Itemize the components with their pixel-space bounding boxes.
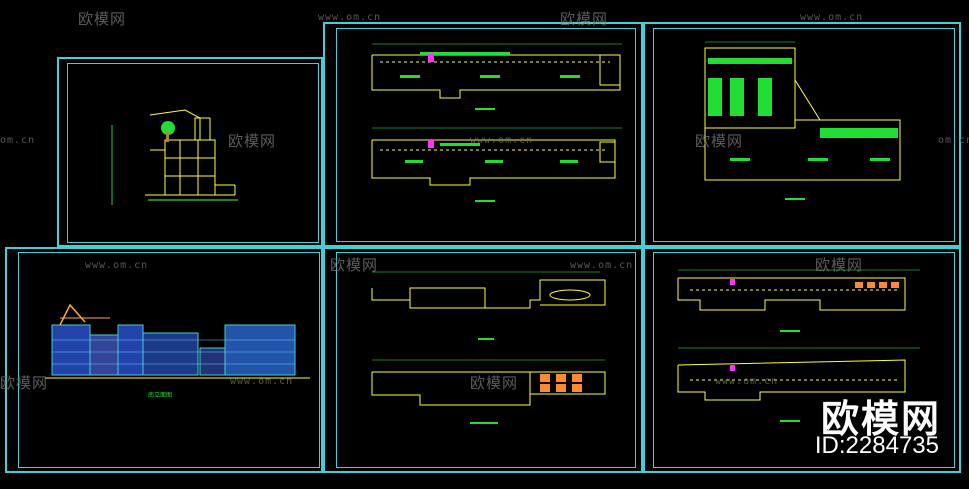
elevation-caption: 南立面图	[148, 392, 173, 399]
sheet-floorplan-2-inner	[653, 28, 955, 242]
plan-c-rooms	[855, 282, 899, 288]
watermark-brand-5: 欧模网	[330, 256, 379, 274]
brand-logo-text: 欧模网	[820, 397, 941, 441]
plan-a-lower-fills	[405, 143, 578, 202]
plan-c-lower	[677, 347, 920, 401]
watermark-brand-1: 欧模网	[78, 10, 127, 28]
plan-parking-fills	[708, 58, 898, 200]
sheet-section	[57, 57, 323, 247]
watermark-brand-6: 欧模网	[815, 256, 864, 274]
watermark-url-6: www.om.cn	[85, 260, 149, 271]
sheet-floorplans-3-inner	[336, 252, 636, 468]
plan-b-lower	[371, 359, 606, 406]
watermark-url-7: www.om.cn	[570, 260, 634, 271]
plan-a-lower	[371, 127, 622, 186]
sheet-floorplans-3	[323, 247, 643, 473]
model-id-label: ID:2284735	[814, 432, 939, 459]
watermark-url-4: www.om.cn	[470, 135, 534, 146]
sheet-elevation-inner	[18, 252, 320, 468]
plan-b-rooms	[540, 374, 582, 392]
section-drawing	[111, 109, 238, 205]
watermark-brand-3: 欧模网	[228, 132, 277, 150]
plan-parking	[704, 41, 901, 181]
watermark-url-1: www.om.cn	[318, 12, 382, 23]
watermark-url-9: www.om.cn	[715, 376, 779, 387]
watermark-url-5: om.cn	[938, 135, 969, 146]
watermark-url-8: www.om.cn	[230, 376, 294, 387]
elevation-drawing	[45, 303, 310, 379]
watermark-brand-2: 欧模网	[560, 10, 609, 28]
sheet-floorplans-1-inner	[336, 28, 636, 242]
watermark-brand-8: 欧模网	[470, 374, 519, 392]
watermark-brand-4: 欧模网	[695, 132, 744, 150]
section-tree	[161, 121, 175, 142]
sheet-section-inner	[67, 63, 319, 243]
plan-c-upper	[677, 269, 920, 311]
plan-b-upper	[371, 271, 606, 340]
sheet-elevation	[5, 247, 323, 473]
sheet-floorplan-2	[643, 22, 961, 247]
plan-a-upper	[371, 43, 622, 99]
watermark-url-3: om.cn	[0, 135, 36, 146]
watermark-brand-7: 欧模网	[0, 374, 49, 392]
sheet-floorplans-4-inner	[653, 252, 955, 468]
watermark-url-2: www.om.cn	[800, 12, 864, 23]
plan-a-upper-fills	[400, 52, 580, 110]
sheet-floorplans-4	[643, 247, 961, 473]
sheet-floorplans-1	[323, 22, 643, 247]
